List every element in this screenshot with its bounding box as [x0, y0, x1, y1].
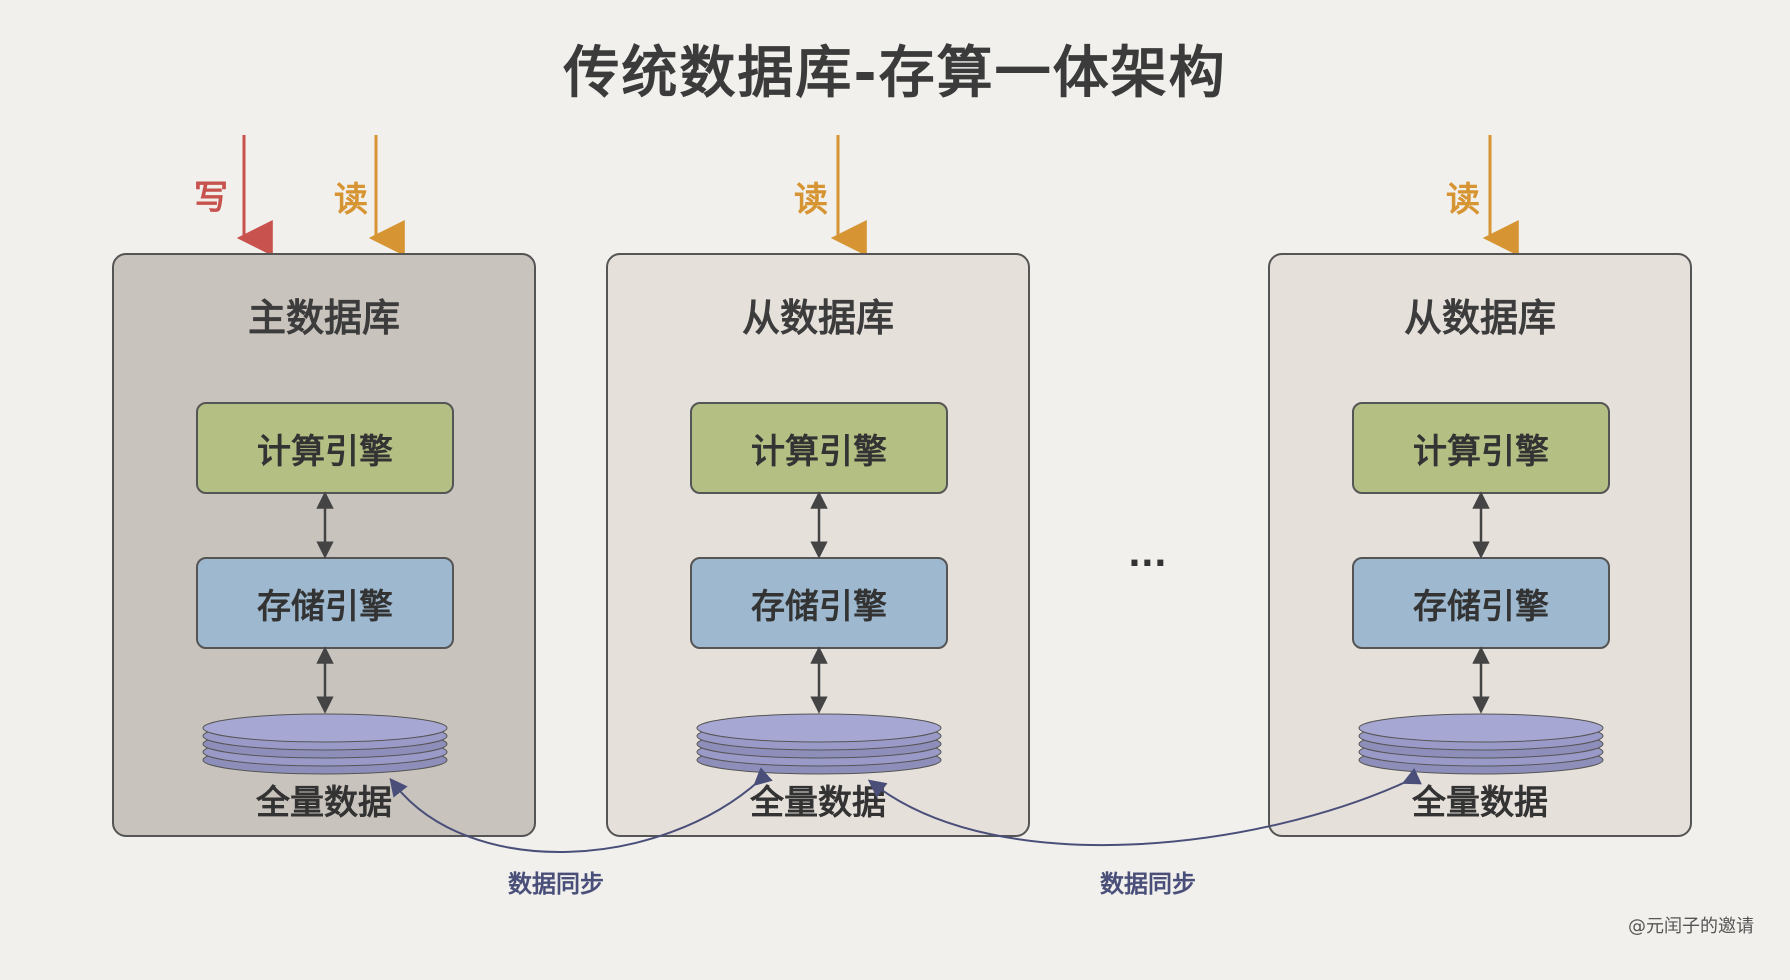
- read-label-master: 读: [334, 180, 368, 220]
- disk-stack-icon: [202, 713, 448, 775]
- watermark: @元闰子的邀请: [1628, 916, 1754, 937]
- disk-stack-icon: [1358, 713, 1604, 775]
- more-nodes-ellipsis: ...: [1128, 535, 1167, 575]
- read-label-slave-1: 读: [794, 180, 828, 220]
- full-data-label: 全量数据: [1412, 783, 1548, 823]
- panel-title: 从数据库: [1403, 296, 1556, 340]
- panel-title: 从数据库: [741, 296, 894, 340]
- read-label-slave-2: 读: [1446, 180, 1480, 220]
- panel-title: 主数据库: [247, 296, 400, 340]
- storage-engine: 存储引擎: [196, 557, 454, 649]
- page-title: 传统数据库-存算一体架构: [563, 41, 1227, 106]
- compute-engine: 计算引擎: [1352, 402, 1610, 494]
- sync-curve-slave1-slave2: [867, 768, 1422, 847]
- write-label: 写: [194, 178, 228, 218]
- storage-engine: 存储引擎: [1352, 557, 1610, 649]
- full-data-label: 全量数据: [256, 783, 392, 823]
- disk-stack-icon: [696, 713, 942, 775]
- sync-curve-master-slave1: [389, 767, 773, 853]
- sync-label-1: 数据同步: [508, 870, 604, 898]
- sync-label-2: 数据同步: [1100, 870, 1196, 898]
